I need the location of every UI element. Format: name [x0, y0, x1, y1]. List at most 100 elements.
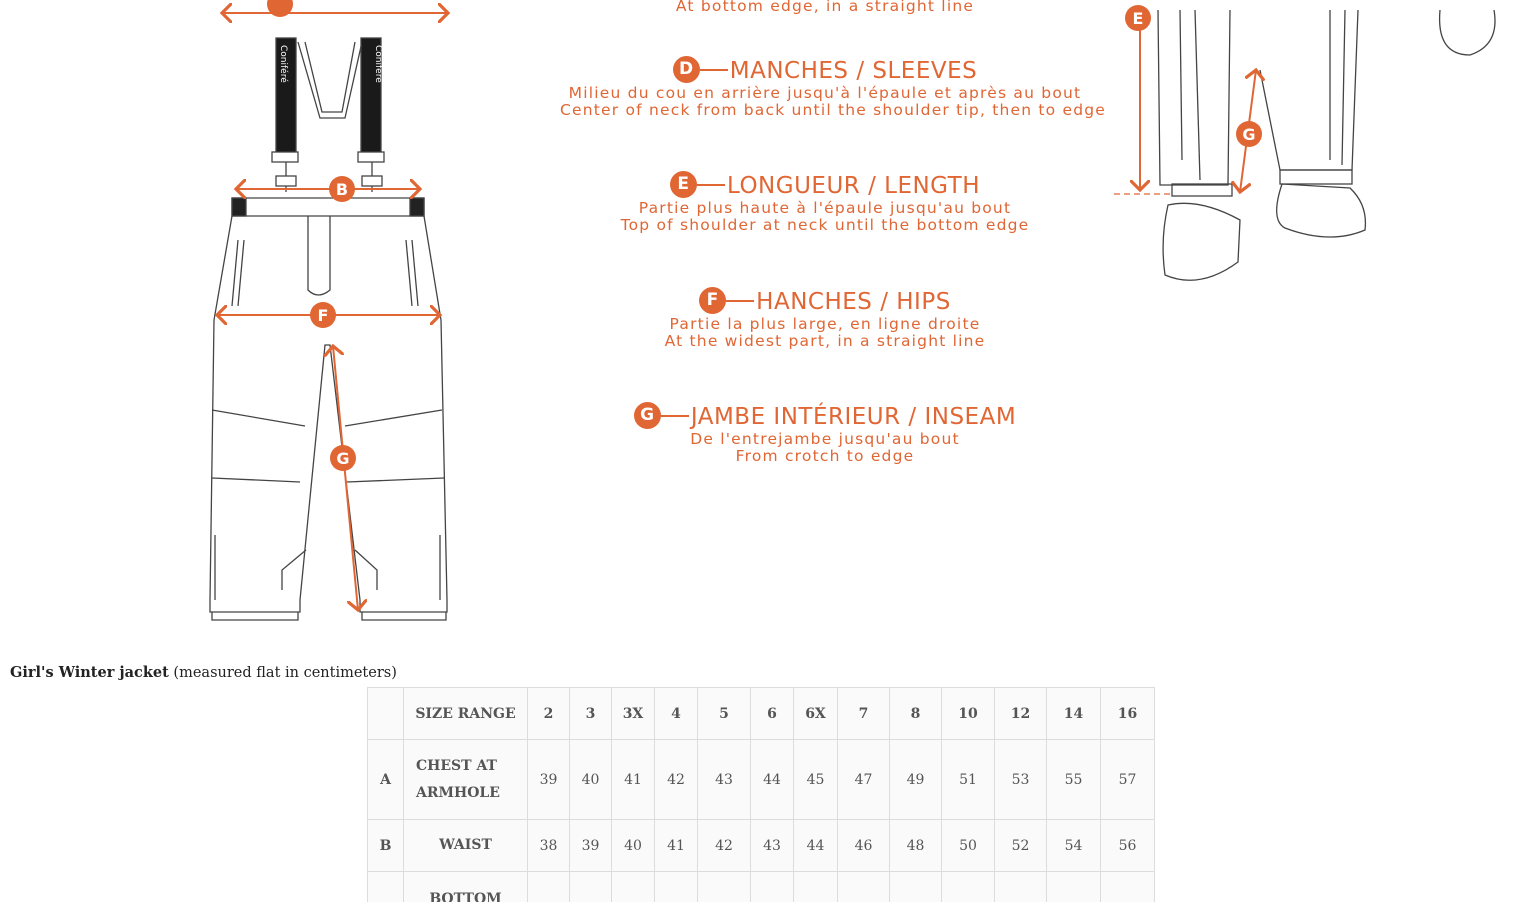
table-row: BOTTOM: [367, 871, 1155, 902]
badge-e: E: [669, 171, 697, 198]
size-cell: 12: [994, 687, 1047, 740]
table-cell: 55: [1046, 739, 1101, 820]
size-cell: 4: [654, 687, 698, 740]
svg-text:F: F: [318, 306, 329, 325]
table-cell: [527, 871, 570, 902]
measure-hips-fr: Partie la plus large, en ligne droite: [669, 315, 981, 333]
measure-inseam-fr: De l'entrejambe jusqu'au bout: [690, 430, 960, 448]
size-table: SIZE RANGE 2 3 3X 4 5 6 6X 7 8 10 12 14 …: [367, 687, 1155, 902]
table-cell: 41: [654, 819, 698, 872]
inseam-measure-g: G: [330, 346, 358, 610]
table-cell: 49: [889, 739, 942, 820]
table-cell: 54: [1046, 819, 1101, 872]
row-label: BOTTOM: [403, 871, 528, 902]
table-cell: 50: [941, 819, 995, 872]
measure-length-fr: Partie plus haute à l'épaule jusqu'au bo…: [638, 199, 1012, 217]
table-cell: 47: [837, 739, 890, 820]
svg-text:E: E: [1133, 9, 1144, 28]
table-header-label: SIZE RANGE: [403, 687, 528, 740]
table-header-row: SIZE RANGE 2 3 3X 4 5 6 6X 7 8 10 12 14 …: [367, 687, 1155, 740]
measure-sleeves-en: Center of neck from back until the shoul…: [560, 101, 1107, 119]
table-row: B WAIST 38 39 40 41 42 43 44 46 48 50 52…: [367, 819, 1155, 872]
pants-outline: [209, 197, 448, 621]
row-label-line1: CHEST AT: [416, 757, 497, 774]
table-cell: 44: [750, 739, 794, 820]
size-cell: 8: [889, 687, 942, 740]
table-cell: [1100, 871, 1155, 902]
measure-inseam: G JAMBE INTÉRIEUR / INSEAM De l'entrejamb…: [560, 402, 1090, 465]
table-cell: [750, 871, 794, 902]
table-cell: 57: [1100, 739, 1155, 820]
row-label: CHEST AT ARMHOLE: [403, 739, 528, 820]
table-cell: [793, 871, 838, 902]
measure-hips-title: HANCHES / HIPS: [756, 289, 951, 315]
row-label-line2: ARMHOLE: [416, 784, 500, 801]
table-cell: 42: [654, 739, 698, 820]
measure-length: E LONGUEUR / LENGTH Partie plus haute à l…: [560, 171, 1090, 234]
table-cell: 46: [837, 819, 890, 872]
table-cell: 43: [750, 819, 794, 872]
table-cell: 52: [994, 819, 1047, 872]
size-chart-caption: Girl's Winter jacket (measured flat in c…: [10, 664, 397, 681]
measure-length-en: Top of shoulder at neck until the bottom…: [620, 216, 1030, 234]
row-label: WAIST: [403, 819, 528, 872]
svg-text:G: G: [1242, 125, 1255, 144]
right-length-measure-e: E: [1114, 5, 1170, 195]
table-header-corner: [367, 687, 404, 740]
table-cell: 53: [994, 739, 1047, 820]
badge-f: F: [699, 287, 727, 314]
caption-subtitle: (measured flat in centimeters): [168, 665, 397, 681]
table-cell: 40: [569, 739, 612, 820]
table-cell: 38: [527, 819, 570, 872]
measure-inseam-en: From crotch to edge: [735, 447, 915, 465]
table-cell: 45: [793, 739, 838, 820]
size-cell: 10: [941, 687, 995, 740]
measure-hips-en: At the widest part, in a straight line: [664, 332, 986, 350]
cut-off-legend-text: At bottom edge, in a straight line: [675, 0, 975, 15]
table-cell: 44: [793, 819, 838, 872]
table-cell: [569, 871, 612, 902]
table-cell: [941, 871, 995, 902]
right-inseam-measure-g: G: [1236, 70, 1262, 192]
hips-measure-f: F: [217, 302, 440, 328]
table-cell: 56: [1100, 819, 1155, 872]
top-measure-c: [222, 0, 448, 17]
size-cell: 14: [1046, 687, 1101, 740]
row-id: B: [367, 819, 404, 872]
table-cell: 42: [697, 819, 751, 872]
table-cell: 39: [569, 819, 612, 872]
size-cell: 6: [750, 687, 794, 740]
table-cell: [1046, 871, 1101, 902]
table-cell: 40: [611, 819, 655, 872]
size-cell: 3X: [611, 687, 655, 740]
measure-sleeves-title: MANCHES / SLEEVES: [729, 58, 978, 84]
badge-g: G: [633, 402, 661, 429]
table-cell: 43: [697, 739, 751, 820]
measure-hips: F HANCHES / HIPS Partie la plus large, en…: [560, 287, 1090, 350]
measure-length-title: LONGUEUR / LENGTH: [726, 173, 981, 199]
table-cell: 41: [611, 739, 655, 820]
badge-d: D: [672, 56, 700, 83]
table-cell: [697, 871, 751, 902]
measure-inseam-title: JAMBE INTÉRIEUR / INSEAM: [690, 404, 1017, 430]
table-cell: [611, 871, 655, 902]
size-table-container: SIZE RANGE 2 3 3X 4 5 6 6X 7 8 10 12 14 …: [367, 687, 1155, 902]
caption-title: Girl's Winter jacket: [10, 664, 169, 681]
size-cell: 3: [569, 687, 612, 740]
pants-technical-drawing: Coniféré Coniféré B F G: [209, 0, 1496, 621]
measure-sleeves-fr: Milieu du cou en arrière jusqu'à l'épaul…: [568, 84, 1082, 102]
table-cell: [654, 871, 698, 902]
size-cell: 16: [1100, 687, 1155, 740]
svg-text:G: G: [336, 449, 349, 468]
table-cell: [994, 871, 1047, 902]
strap-brand-left: Coniféré: [278, 45, 289, 83]
measure-sleeves: D MANCHES / SLEEVES Milieu du cou en arri…: [560, 56, 1107, 119]
size-cell: 5: [697, 687, 751, 740]
table-cell: [889, 871, 942, 902]
size-cell: 7: [837, 687, 890, 740]
table-cell: 39: [527, 739, 570, 820]
table-cell: 51: [941, 739, 995, 820]
waist-measure-b: B: [236, 176, 420, 202]
size-cell: 6X: [793, 687, 838, 740]
